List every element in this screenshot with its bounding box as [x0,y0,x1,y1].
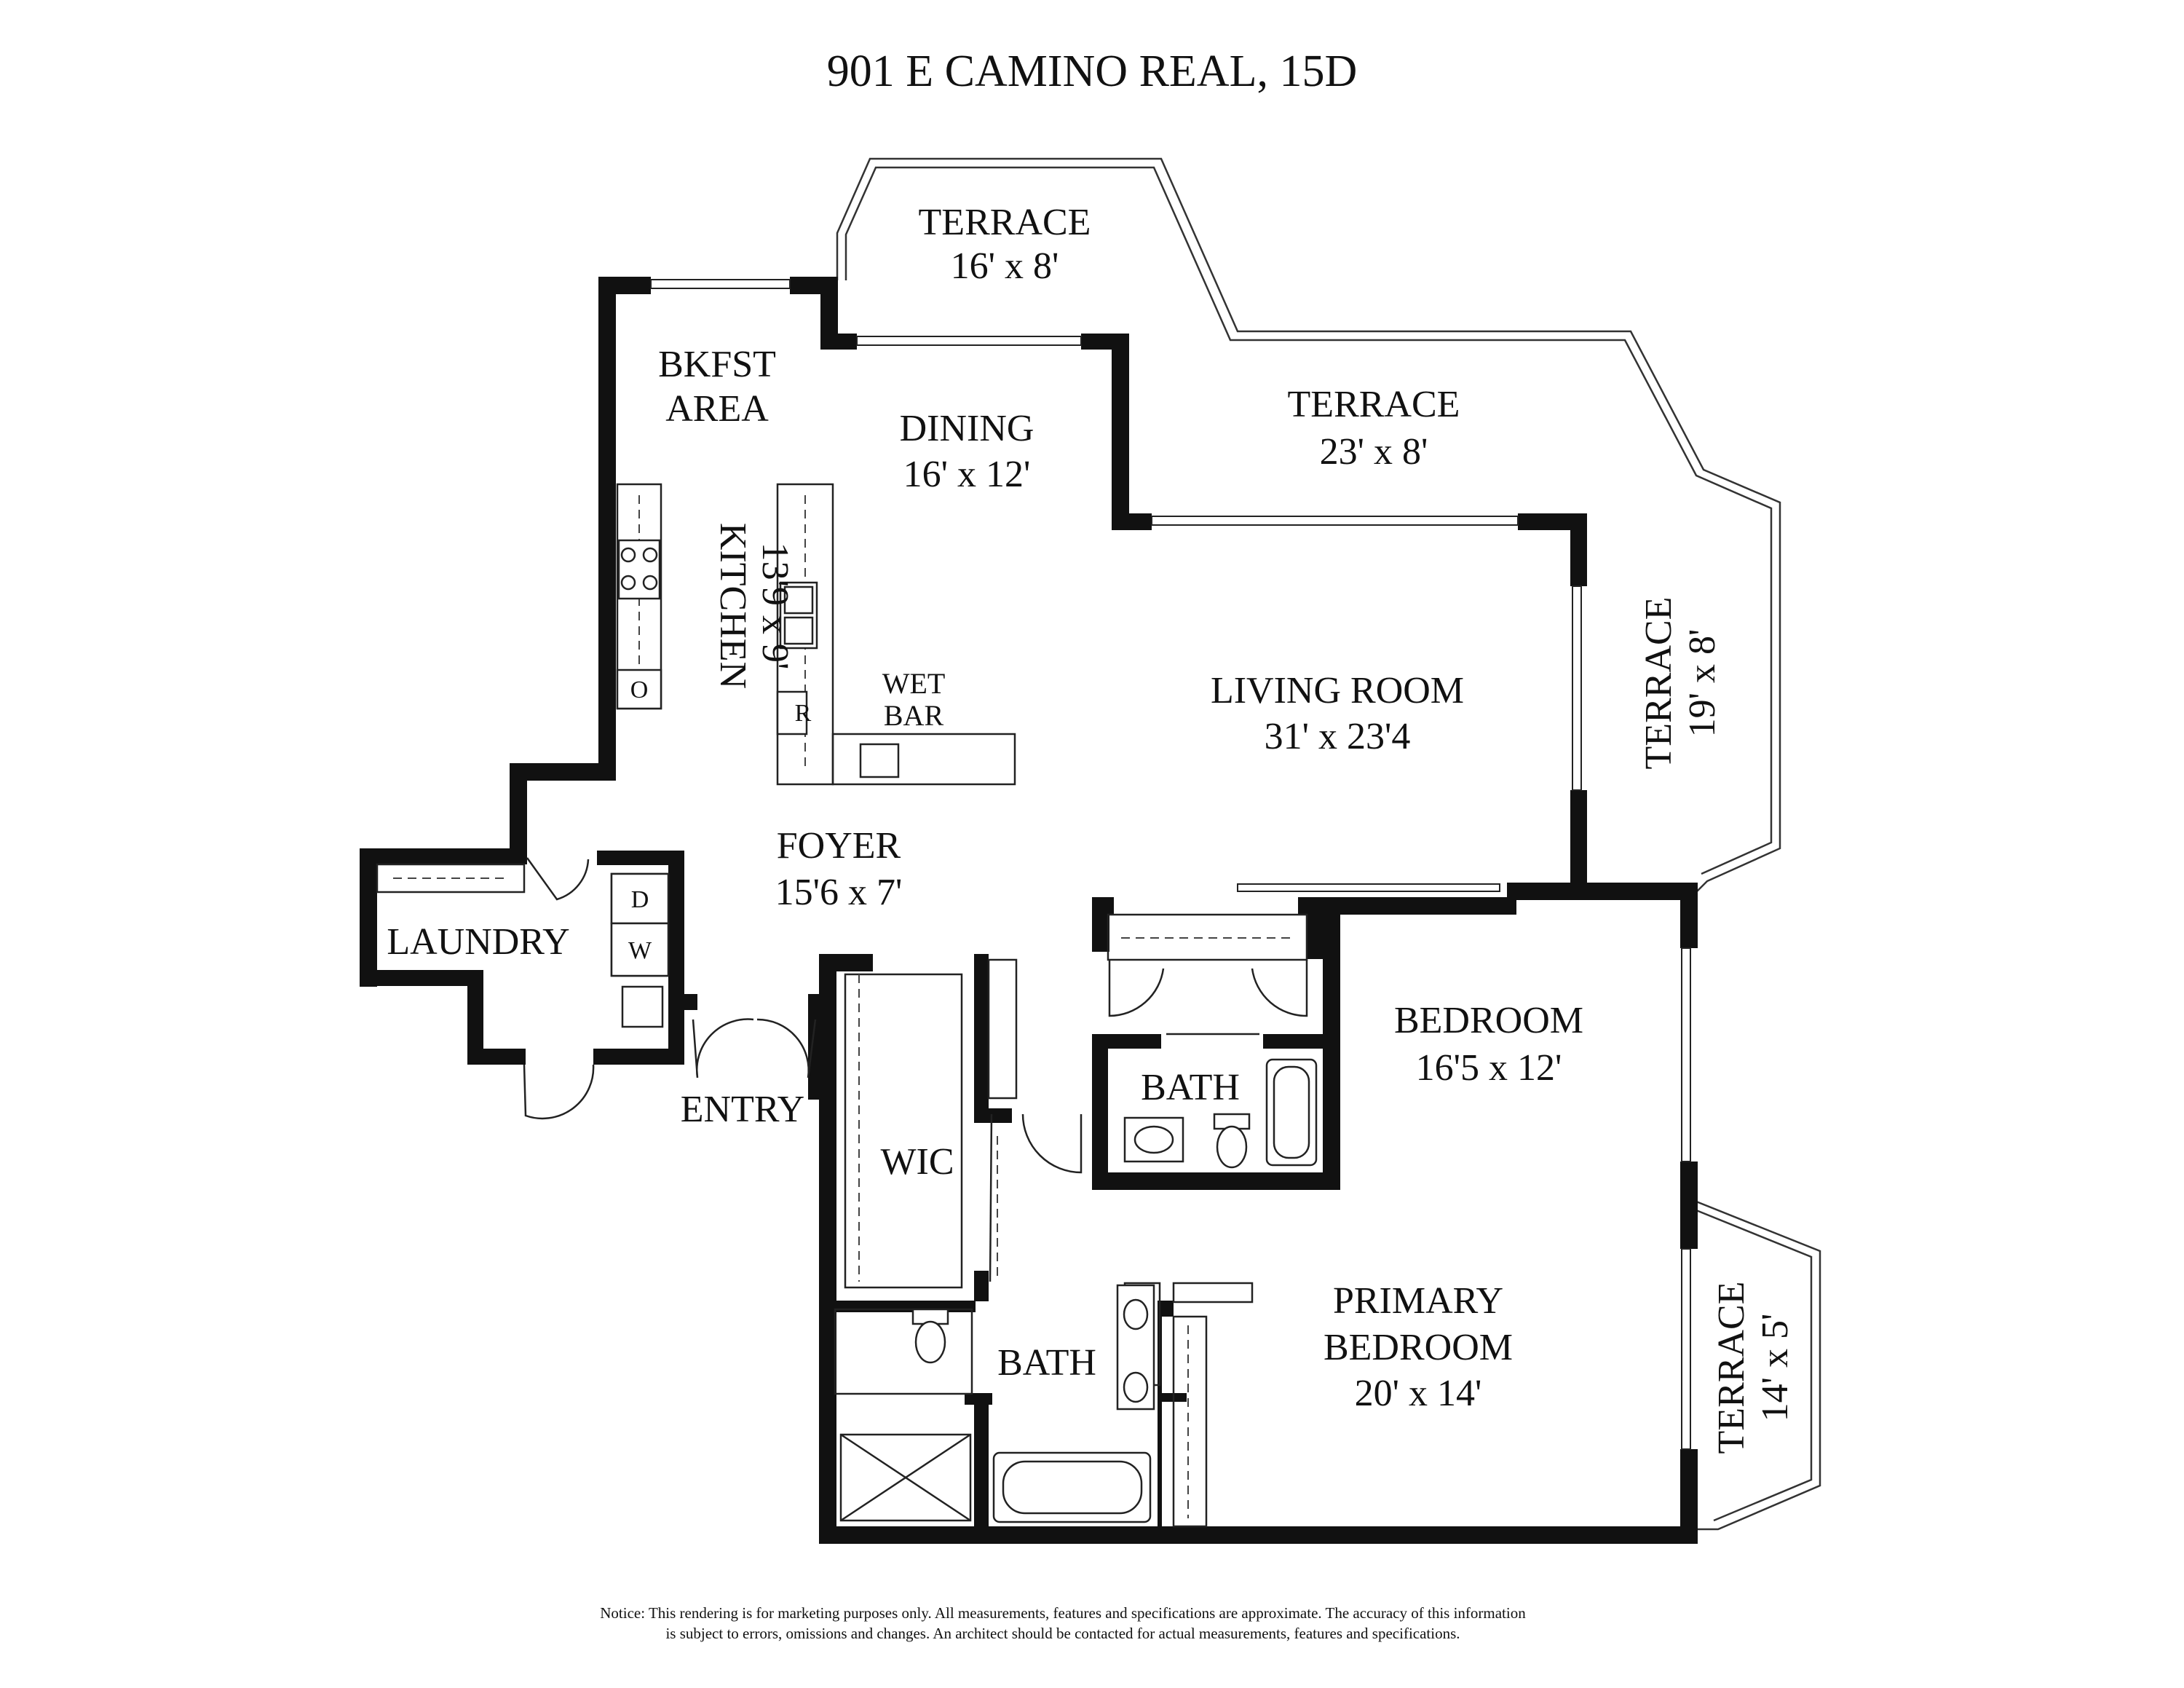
primary-label-1: PRIMARY [1333,1280,1503,1322]
room-labels: TERRACE 16' x 8' BKFST AREA DINING 16' x… [387,202,1796,1454]
terrace-primary-name: TERRACE [1711,1282,1752,1454]
bathtub-icon-2 [992,1451,1152,1523]
wetbar-label-2: BAR [884,699,944,732]
refrigerator-box [776,690,808,735]
windows [650,279,1691,1450]
bathtub-icon [1265,1058,1318,1167]
terrace-top-name: TERRACE [919,202,1091,243]
walls [360,277,1698,1544]
kitchen-dims: 13'9 x 9' [754,543,796,670]
dryer-box [610,872,670,925]
entry-name: ENTRY [681,1089,804,1130]
bath-sink-icon [1123,1116,1184,1163]
dryer-label: D [631,886,649,913]
double-vanity-icon [1116,1284,1155,1411]
terrace-top-dims: 16' x 8' [951,245,1059,287]
laundry-sink-icon [621,985,664,1028]
notice-line-2: is subject to errors, omissions and chan… [665,1625,1460,1642]
bkfst-label-1: BKFST [658,344,776,385]
wic-name: WIC [880,1141,954,1183]
terrace-primary-dims: 14' x 5' [1754,1314,1796,1422]
bath1-name: BATH [1141,1067,1240,1108]
foyer-name: FOYER [777,825,901,867]
laundry-name: LAUNDRY [387,921,569,963]
plan-title: 901 E CAMINO REAL, 15D [827,47,1357,96]
terrace-mid-name: TERRACE [1288,384,1460,425]
fixtures: O R D W [610,539,1318,1523]
bedroom-name: BEDROOM [1394,1000,1583,1041]
living-room-name: LIVING ROOM [1211,670,1464,711]
wetbar-label-1: WET [882,667,946,700]
terrace-mid-dims: 23' x 8' [1320,431,1428,473]
terrace-right-dims: 19' x 8' [1682,629,1723,738]
terrace-outlines [836,157,1821,1531]
bkfst-label-2: AREA [665,388,769,430]
bath2-name: BATH [997,1342,1096,1384]
primary-label-2: BEDROOM [1324,1327,1513,1368]
dining-dims: 16' x 12' [903,454,1031,495]
doors [523,857,1308,1174]
dining-name: DINING [900,408,1034,449]
primary-dims: 20' x 14' [1355,1373,1482,1414]
notice-line-1: Notice: This rendering is for marketing … [600,1604,1526,1622]
foyer-dims: 15'6 x 7' [775,872,903,913]
living-room-dims: 31' x 23'4 [1265,716,1411,757]
wetbar-sink-icon [859,743,900,778]
interior-lines [376,483,1308,1528]
terrace-right-name: TERRACE [1638,597,1679,770]
washer-label: W [628,937,652,964]
oven-box [616,669,662,710]
oven-label: O [630,677,649,703]
bedroom-dims: 16'5 x 12' [1416,1047,1562,1089]
kitchen-sink-icon [779,581,818,650]
refrigerator-label: R [795,700,812,727]
washer-box [610,922,670,977]
kitchen-name: KITCHEN [712,523,753,689]
